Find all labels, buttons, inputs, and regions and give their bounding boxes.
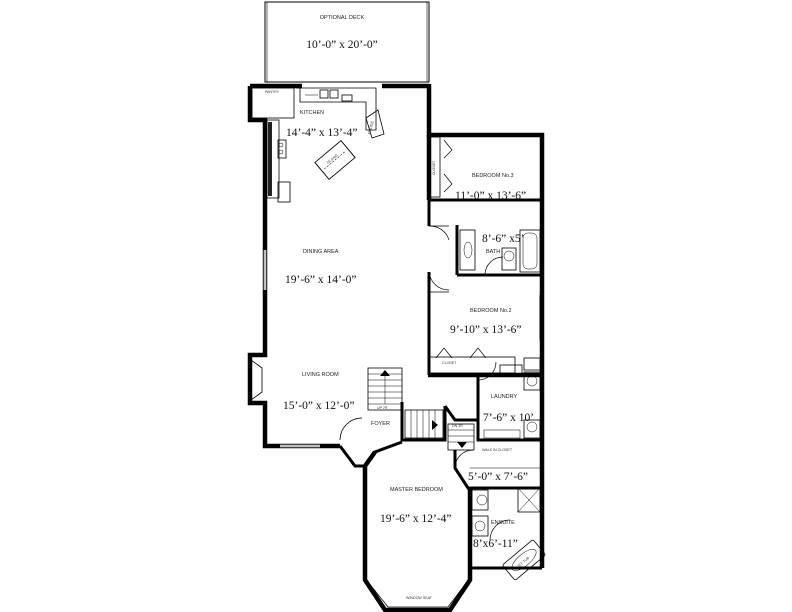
master-walls (362, 450, 473, 612)
bedroom2-name: BEDROOM No.2 (470, 308, 512, 314)
window-seat-label: WINDOW SEAT (406, 596, 433, 600)
bedroom3-walls (427, 136, 542, 241)
master-dim: 19’-6” x 12’-4” (380, 513, 452, 525)
foyer-name: FOYER (371, 421, 390, 427)
stair-up-label: UP 7R (377, 406, 388, 410)
bath-name: BATH (486, 249, 500, 255)
dining-name: DINING AREA (303, 249, 339, 255)
kitchen-dim: 14’-4” x 13’-4” (286, 127, 358, 139)
laundry-fixtures (476, 357, 542, 442)
ensuite-dim: 8’x6’-11” (473, 538, 518, 550)
master-name: MASTER BEDROOM (390, 487, 443, 493)
bath-dim: 8’-6” x5’ (482, 233, 524, 245)
living-dim: 15’-0” x 12’-0” (283, 400, 355, 412)
bedroom3-name: BEDROOM No.3 (472, 173, 514, 179)
island-label: ISLAND (326, 153, 339, 165)
stair-dn-label: DN 3R (452, 424, 463, 428)
deck (264, 1, 430, 83)
pantry-label: PANTRY (265, 90, 280, 94)
deck-dim: 10’-0” x 20’-0” (306, 39, 378, 51)
laundry-name: LAUNDRY (491, 394, 518, 400)
closet-label-2: CLOSET (442, 361, 457, 365)
dining-dim: 19’-6” x 14’-0” (285, 274, 357, 286)
kitchen-name: KITCHEN (300, 110, 324, 116)
deck-name: OPTIONAL DECK (320, 15, 365, 21)
exterior-walls (247, 83, 545, 568)
windows (250, 250, 320, 448)
walkin-name: WALK IN CLOSET (482, 448, 513, 452)
ensuite-name: ENSUITE (491, 520, 515, 526)
bedroom2-dim: 9’-10” x 13’-6” (450, 324, 522, 336)
kitchen-fixtures (251, 87, 385, 203)
stairs (367, 367, 475, 451)
bath-fixtures (455, 225, 542, 277)
living-name: LIVING ROOM (302, 372, 339, 378)
fridge-label: FRIDGE (367, 120, 375, 135)
laundry-dim: 7’-6” x 10’ (483, 412, 534, 424)
walkin-dim: 5’-0” x 7’-6” (468, 471, 528, 483)
bedroom3-dim: 11’-0” x 13’-6” (455, 190, 526, 202)
closet-label-1: CLOSET (432, 160, 436, 175)
